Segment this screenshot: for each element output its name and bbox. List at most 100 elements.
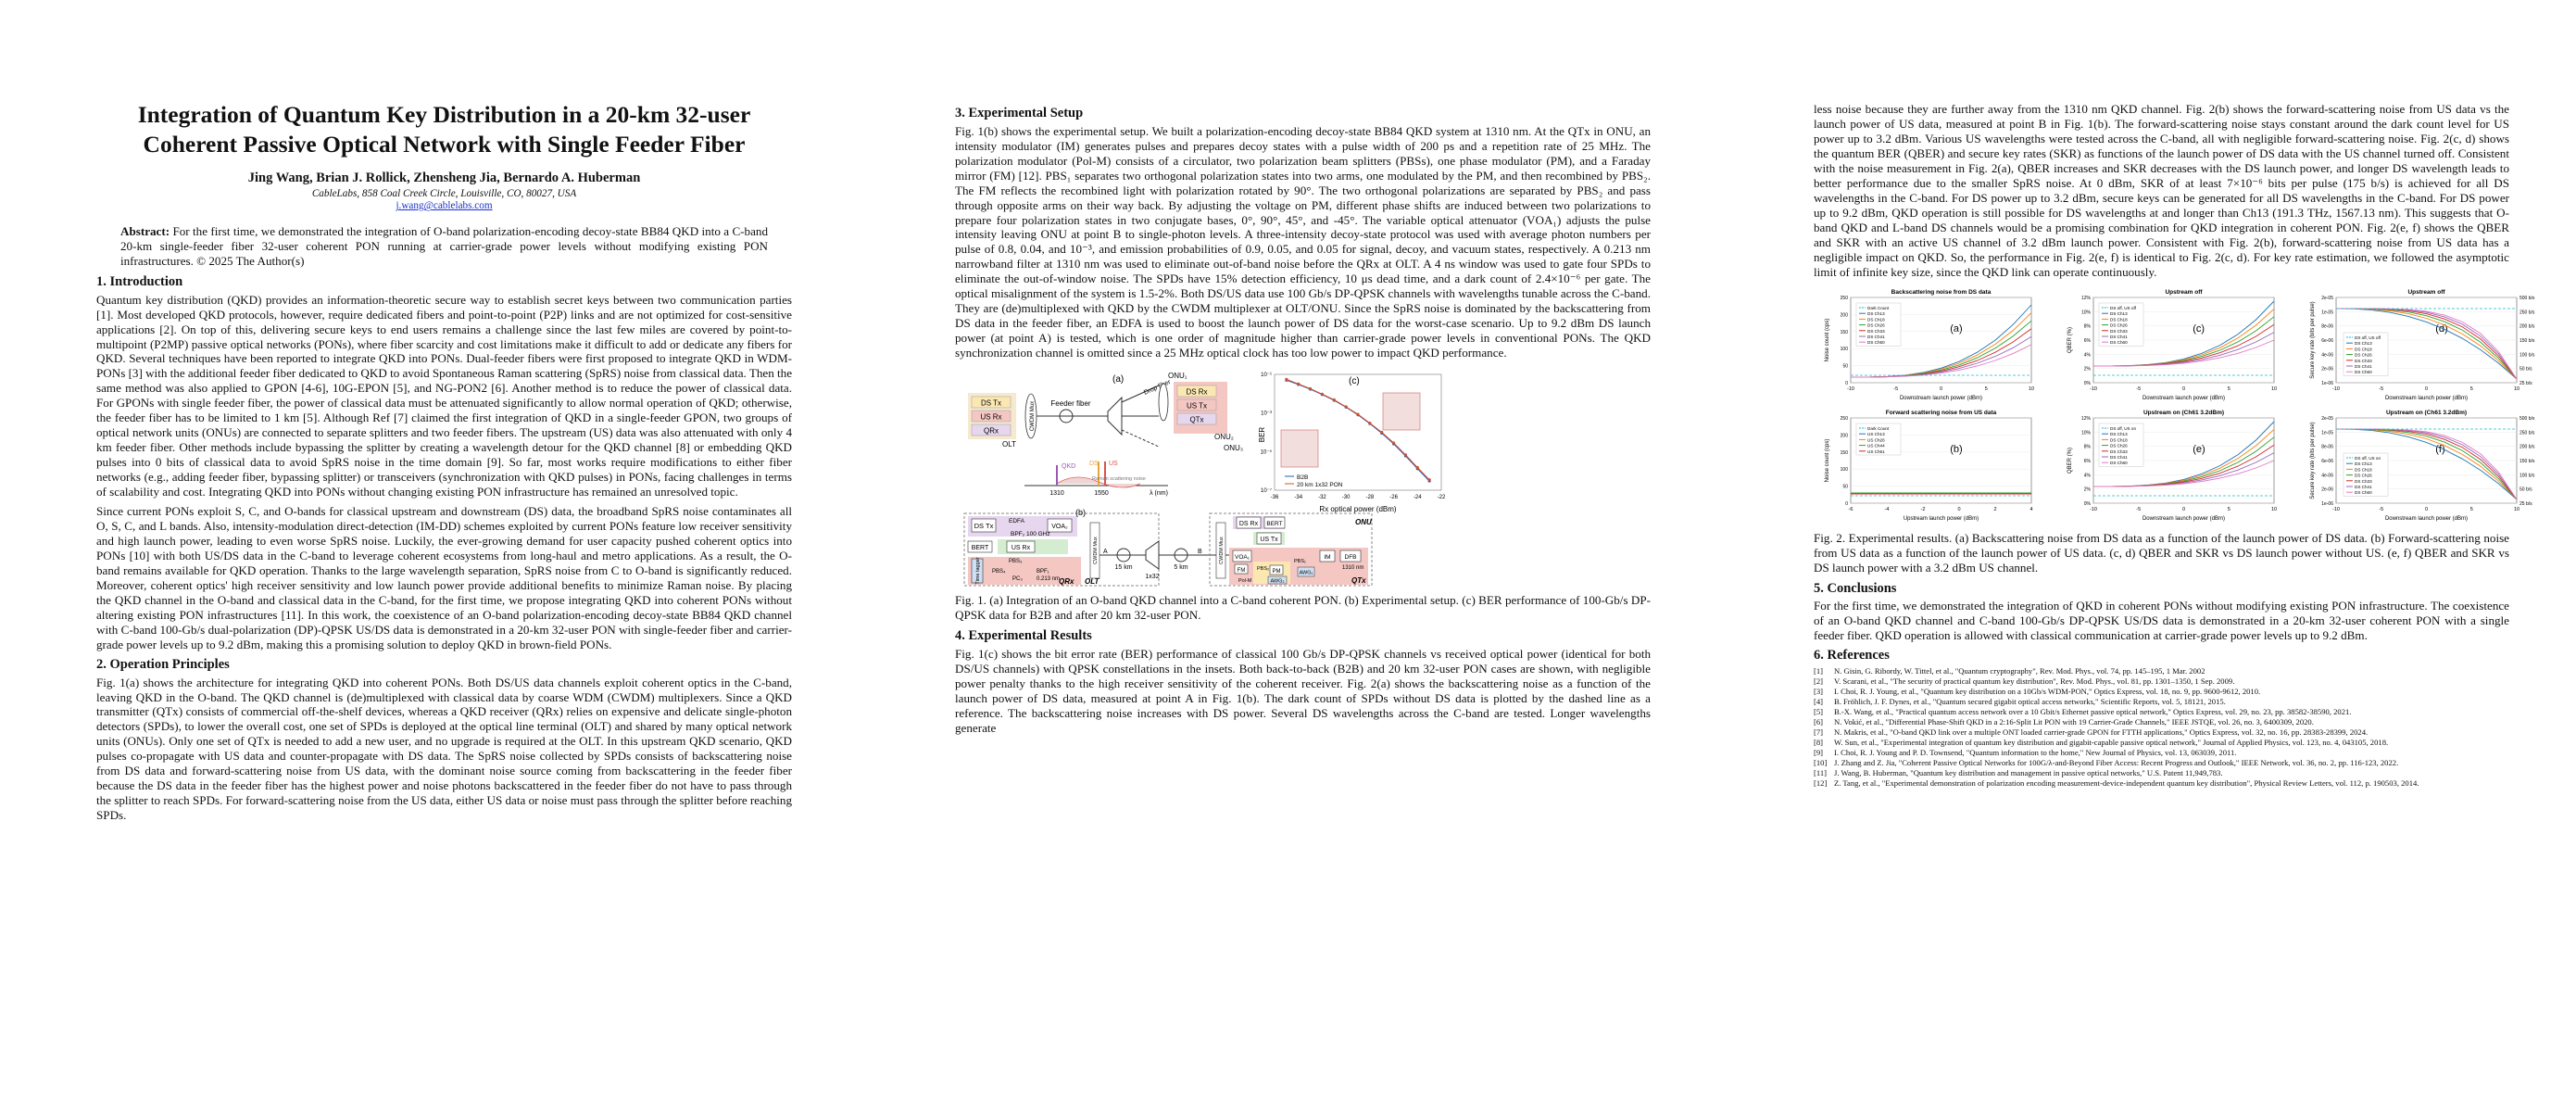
legend-entry: DS off, US on [2110,426,2136,431]
setup-pbs3-label: PBS₃ [1009,559,1023,564]
y-axis-label: QBER (%) [2067,448,2073,474]
y-tick: 10% [2081,310,2092,315]
series-line [1851,344,2032,378]
y2-tick: 500 b/s [2519,416,2535,422]
y-tick: 200 [1841,312,1849,318]
setup-onu-ds-rx-label: DS Rx [1239,521,1259,527]
qrx-box [971,423,1012,436]
y-tick: 6e-06 [2321,459,2333,464]
reference-text: N. Makris, et al., "O-band QKD link over… [1834,727,2369,737]
ber-point [1285,377,1288,382]
figure-2a: Backscattering noise from DS dataDownstr… [1825,289,2034,401]
y-tick: 250 [1841,296,1849,301]
ber-point [1344,405,1348,409]
panel-title: Forward scattering noise from US data [1886,410,1997,416]
onu-ds-rx-box [1176,385,1217,398]
section-heading-conclusions: 5. Conclusions [1814,580,1897,596]
ber-point [1403,453,1408,457]
x-axis-label: Downstream launch power (dBm) [2385,516,2468,522]
x-tick: 5 [1985,386,1988,392]
onu-dashed-box [1209,512,1373,587]
setup-dfb-label: DFB [1345,554,1357,561]
y2-tick: 150 b/s [2519,338,2535,344]
setup-onu-us-tx [1256,532,1282,545]
y-tick: 2% [2084,486,2092,492]
legend-entry: DS Ch60 [2355,490,2372,495]
panel-letter: (c) [2193,322,2205,334]
us-rx-label: US Rx [980,413,1001,422]
x-tick: 5 [2228,386,2230,392]
y-tick: 200 [1841,433,1849,438]
affiliation: CableLabs, 858 Coal Creek Circle, Louisv… [311,187,577,199]
onu-us-tx-box [1176,398,1217,411]
y-tick: 0% [2084,381,2092,386]
y-tick: 4e-06 [2321,352,2333,358]
us-label: US [1109,461,1118,467]
setup-dfb [1339,550,1362,562]
y-tick: 1e-06 [2321,381,2333,386]
ber-x-tick: -30 [1342,495,1351,500]
setup-im [1319,550,1336,562]
x-tick: -4 [1885,507,1890,512]
y-tick: 8e-06 [2321,323,2333,329]
legend-entry: Dark Count [1867,426,1890,431]
figure-2-caption: Fig. 2. Experimental results. (a) Backsc… [1814,530,2509,575]
y2-tick: 250 b/s [2519,430,2535,436]
figure-1-caption: Fig. 1. (a) Integration of an O-band QKD… [955,593,1651,623]
y-axis-label: Noise count (cps) [1825,318,1830,361]
reference-number: [5] [1814,706,1824,716]
setup-polm-label: Pol-M [1238,578,1252,584]
ber-ylabel: BER [1258,427,1266,443]
page-2-column: 3. Experimental Setup Fig. 1(b) shows th… [955,102,1651,740]
reference-item: [12]Z. Tang, et al., "Experimental demon… [1814,778,2509,789]
setup-pm-label: PM [1273,569,1281,575]
setup-onu-ds-rx [1236,516,1262,529]
page-2: 3. Experimental Setup Fig. 1(b) shows th… [859,0,1717,1112]
us-rx-box [971,410,1012,423]
y2-tick: 250 b/s [2519,310,2535,315]
legend-entry: DS Ch33 [2110,449,2128,453]
panel-letter: (e) [2193,443,2205,454]
figure-1: DS Tx US Rx QRx OLT CWDM Mux Feeder fibe… [963,372,1446,587]
series-line [2093,460,2275,487]
reference-text: N. Vokić, et al., "Differential Phase-Sh… [1834,716,2314,727]
reference-text: V. Scarani, et al., "The security of pra… [1834,676,2235,686]
ber-x-tick: -32 [1318,495,1326,500]
setup-cwdm-olt [1089,522,1100,579]
cwdm-label-a: CWDM Mux [1030,401,1036,431]
email-link[interactable]: j.wang@cablelabs.com [396,200,493,212]
setup-awg1 [1297,566,1315,577]
ber-point [1427,478,1431,482]
reference-item: [3]I. Choi, R. J. Young, et al., "Quantu… [1814,687,2509,697]
y2-tick: 50 b/s [2519,486,2532,492]
ber-x-tick: -26 [1389,495,1398,500]
y-tick: 100 [1841,347,1849,352]
panel-c-label: (c) [1349,376,1360,386]
section-heading-introduction: 1. Introduction [96,273,183,289]
reference-text: B.-X. Wang, et al., "Practical quantum a… [1834,706,2352,716]
reference-text: I. Choi, R. J. Young and P. D. Townsend,… [1834,747,2237,757]
abstract-label: Abstract: [120,224,170,238]
legend-entry: DS Ch41 [2110,335,2128,339]
series-line [2093,339,2275,367]
setup-voa1-label: VOA₁ [1235,554,1250,561]
figure-1c: BER Rx optical power (dBm) (c) -36-34-32… [1258,373,1446,513]
x-tick: -5 [2379,386,2383,392]
y-tick: 150 [1841,329,1849,335]
olt-label: OLT [1002,440,1016,449]
legend-entry: DS Ch33 [2355,358,2372,362]
reference-item: [9]I. Choi, R. J. Young and P. D. Townse… [1814,748,2509,758]
constellation-inset-pon [1382,392,1421,431]
section-heading-operation: 2. Operation Principles [96,656,230,672]
x-axis-label: Upstream launch power (dBm) [1904,516,1979,522]
y-tick: 4e-06 [2321,473,2333,478]
setup-pbs2-label: PBS₂ [1257,566,1269,572]
y-tick: 6% [2084,459,2092,464]
ber-point [1320,392,1325,397]
y-tick: 4% [2084,352,2092,358]
setup-fm [1234,563,1249,575]
ber-point [1391,441,1396,445]
ber-x-tick: -28 [1366,495,1375,500]
ds-label: DS [1089,461,1099,467]
